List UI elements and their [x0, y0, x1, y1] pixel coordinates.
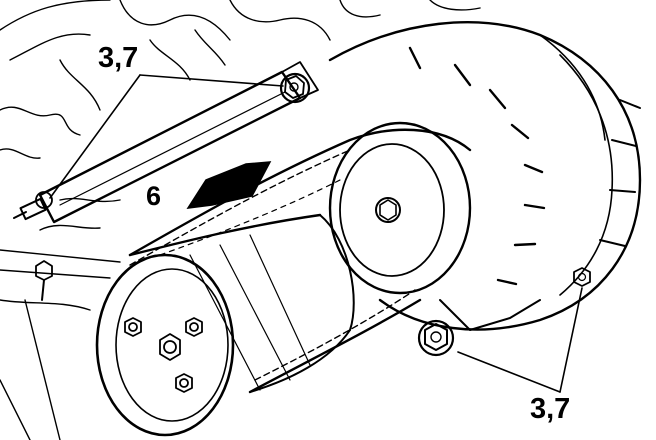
alternator-body — [328, 21, 642, 331]
alternator-pulley — [328, 121, 472, 295]
adjusting-stud — [13, 191, 53, 221]
engine-stud-left — [35, 260, 53, 301]
direction-arrow — [186, 161, 272, 209]
arrow-callout: 6 — [146, 181, 162, 211]
rear-mounting-bolt — [573, 267, 591, 287]
leader-lines — [49, 74, 583, 393]
drive-belt — [128, 128, 472, 394]
pulley-bolts — [124, 317, 203, 393]
lower-mounting-bolt — [417, 319, 455, 357]
upper-pivot-bolt — [279, 72, 311, 104]
engine-block-background — [0, 0, 481, 440]
bolt-callout-bottom: 3,7 — [528, 393, 573, 425]
adjuster-bracket — [38, 61, 319, 224]
crankshaft-pulley — [95, 213, 355, 437]
bolt-callout-top: 3,7 — [96, 42, 141, 74]
